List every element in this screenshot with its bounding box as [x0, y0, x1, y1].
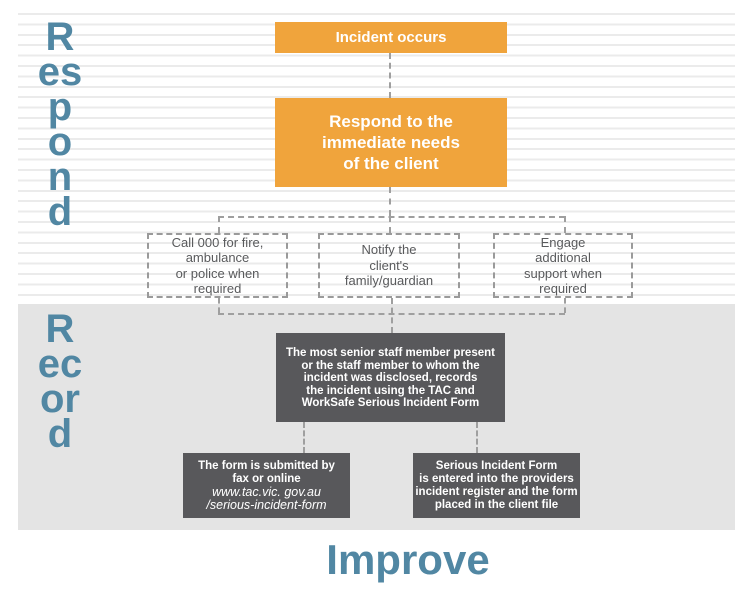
engage-support-box: Engage additional support when required	[493, 233, 633, 298]
connector-incident-to-respond	[389, 53, 391, 98]
submit-form-box: The form is submitted by fax or online w…	[183, 453, 350, 518]
connector-respond-to-branch	[389, 187, 391, 216]
connector-stub-engage	[564, 216, 566, 233]
call-000-box: Call 000 for fire, ambulance or police w…	[147, 233, 288, 298]
respond-needs-box: Respond to the immediate needs of the cl…	[275, 98, 507, 187]
submit-form-text: The form is submitted by fax or online	[198, 459, 335, 485]
phase-label-improve: Improve	[326, 536, 490, 583]
phase-label-record: Record	[37, 307, 83, 456]
phase-label-respond: Respond	[37, 15, 83, 234]
notify-family-box: Notify the client's family/guardian	[318, 233, 460, 298]
connector-stub-notify	[389, 216, 391, 233]
connector-stub-call	[218, 216, 220, 233]
incident-occurs-box: Incident occurs	[275, 22, 507, 53]
register-form-box: Serious Incident Form is entered into th…	[413, 453, 580, 518]
connector-record-to-submit	[303, 422, 305, 453]
record-incident-box: The most senior staff member present or …	[276, 333, 505, 422]
connector-engage-down	[564, 298, 566, 313]
submit-form-url: www.tac.vic. gov.au /serious-incident-fo…	[206, 484, 327, 512]
connector-branch-top	[218, 216, 565, 218]
connector-call-down	[218, 298, 220, 313]
connector-record-to-register	[476, 422, 478, 453]
connector-merge-to-record	[391, 298, 393, 333]
